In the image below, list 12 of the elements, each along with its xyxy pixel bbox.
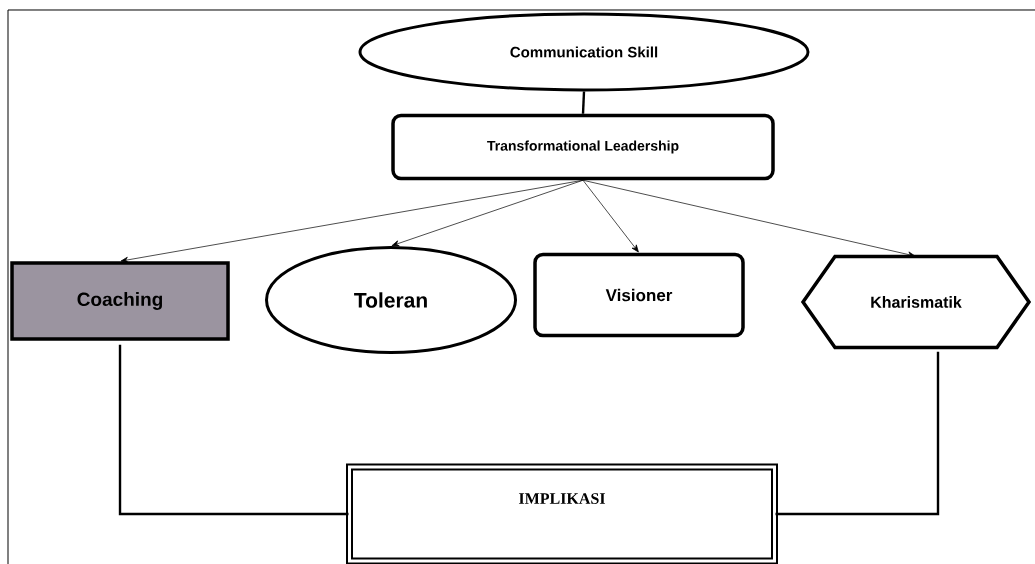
connector-line	[118, 344, 349, 516]
connector-line	[775, 351, 940, 516]
double-box: IMPLIKASI	[346, 463, 778, 564]
oval: Toleran	[265, 246, 517, 354]
shaded-box: Coaching	[10, 261, 230, 341]
arrow	[582, 179, 916, 258]
arrow	[391, 179, 584, 247]
arrow	[582, 179, 639, 253]
rounded-box: Visioner	[533, 252, 745, 338]
oval: Communication Skill	[358, 12, 810, 92]
rounded-box: Transformational Leadership	[391, 113, 775, 181]
connector-line	[581, 91, 586, 114]
